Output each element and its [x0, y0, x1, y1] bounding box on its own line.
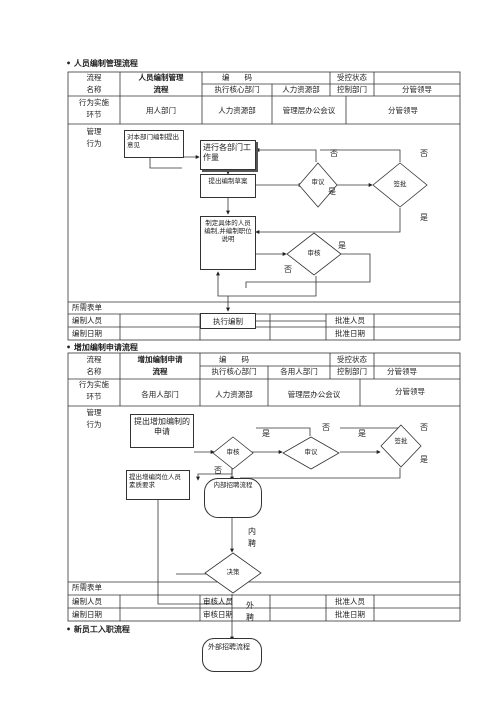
section-title-add-staffing: • 增加编制申请流程	[66, 343, 138, 352]
header-code-label: 编 码	[222, 73, 252, 82]
s2-process-name-line2: 流程	[152, 367, 168, 376]
s2-footer-date-label: 编制日期	[72, 610, 102, 619]
flow-box-plan: 制定具体的人员编制,并编制职位说明	[200, 216, 256, 270]
footer-date-label: 编制日期	[72, 329, 102, 338]
s2-decision-audit-label: 审核	[226, 448, 240, 456]
s2-decision-audit	[212, 436, 254, 470]
s2-phase-col-meeting: 管理层办公会议	[287, 390, 341, 399]
s2-flow-label-no-2: 否	[322, 423, 330, 432]
flow-label-internal: 内聘	[248, 527, 256, 548]
section-title-onboarding: • 新员工入职流程	[66, 625, 130, 634]
s2-footer-approve-date-label: 批准日期	[335, 610, 365, 619]
header-process-label: 流程	[86, 73, 102, 82]
s2-decision-decide	[204, 552, 262, 594]
s2-flow-label-yes-3: 是	[420, 455, 428, 464]
flow-label-yes-3: 是	[338, 241, 346, 250]
footer-maker-label: 编制人员	[72, 316, 102, 325]
flow-label-no-3: 否	[284, 265, 292, 274]
decision-audit-1	[286, 232, 342, 276]
flow-box-draft: 提出编制草案	[200, 174, 256, 198]
phase-label-line1: 行为实施	[79, 98, 109, 107]
flow-box-exec-staffing: 执行编制	[200, 313, 256, 329]
s2-decision-approve	[380, 424, 422, 468]
behavior-label-line2: 行为	[86, 139, 102, 148]
s2-decision-approve-label: 签批	[394, 437, 408, 445]
flow-label-no-1: 否	[330, 149, 338, 158]
s2-flow-label-no-3: 否	[420, 423, 428, 432]
decision-approve-1	[372, 162, 428, 208]
s2-phase-col-user: 各用人部门	[141, 390, 179, 399]
header-name-label: 名称	[86, 85, 102, 94]
footer-approver-label: 批准人员	[335, 316, 365, 325]
process-name-line2: 流程	[153, 85, 169, 94]
footer-forms-label: 所需表单	[72, 303, 102, 312]
s2-phase-col-leader: 分管领导	[395, 387, 425, 396]
s2-phase-col-hr: 人力资源部	[215, 390, 253, 399]
flow-label-yes-1: 是	[328, 187, 336, 196]
s2-footer-audit-date: 审核日期	[203, 610, 233, 619]
phase-col-leader: 分管领导	[388, 106, 418, 115]
header-control-status-label: 受控状态	[337, 73, 367, 82]
s2-footer-approver-label: 批准人员	[335, 597, 365, 606]
s2-header-col-exec: 执行核心部门	[211, 367, 257, 376]
phase-col-meeting: 管理层办公会议	[282, 106, 336, 115]
flow-box-apply: 提出增加编制的申请	[130, 414, 194, 448]
s2-behavior-label-line1: 管理	[86, 408, 102, 417]
s2-header-col-control: 控制部门	[337, 367, 367, 376]
section-title-staffing: • 人员编制管理流程	[66, 59, 138, 68]
process-name-line1: 人员编制管理	[138, 73, 184, 82]
decision-approve-label: 签批	[393, 180, 407, 188]
terminal-internal-recruit: 内部招聘流程	[204, 478, 262, 518]
s2-header-process-label: 流程	[86, 355, 102, 364]
phase-col-hr: 人力资源部	[218, 106, 256, 115]
phase-label-line2: 环节	[86, 110, 102, 119]
s2-header-code-label: 编 码	[219, 355, 249, 364]
flow-label-external: 外聘	[246, 601, 254, 622]
flow-box-dept-opinion: 对本部门编制提出意见	[124, 130, 184, 158]
terminal-external-recruit: 外部招聘流程	[202, 638, 262, 672]
header-col-hr: 人力资源部	[282, 85, 320, 94]
s2-header-name-label: 名称	[86, 367, 102, 376]
decision-audit-label: 审核	[307, 249, 321, 257]
s2-footer-audit-person: 审核人员	[203, 597, 233, 606]
s2-footer-forms-label: 所需表单	[72, 583, 102, 592]
s2-process-name-line1: 增加编制申请	[137, 355, 183, 364]
footer-approve-date-label: 批准日期	[335, 329, 365, 338]
s2-decision-decide-label: 决策	[226, 568, 240, 576]
s2-footer-maker-label: 编制人员	[72, 597, 102, 606]
flow-box-dept-workload: 进行各部门工作量	[200, 140, 256, 170]
s2-flow-label-yes-2: 是	[358, 429, 366, 438]
flow-label-no-2: 否	[420, 149, 428, 158]
s2-decision-review-label: 审议	[304, 448, 318, 456]
s2-flow-label-no-1: 否	[214, 466, 222, 475]
s2-decision-review	[282, 436, 340, 470]
decision-review-label: 审议	[311, 178, 325, 186]
decision-review-1	[298, 162, 338, 208]
s2-phase-label-line1: 行为实施	[79, 380, 109, 389]
s2-header-col-user: 各用人部门	[280, 367, 318, 376]
s2-flow-label-yes-1: 是	[262, 429, 270, 438]
flow-label-yes-2: 是	[420, 213, 428, 222]
s2-header-control-status-label: 受控状态	[337, 355, 367, 364]
s2-phase-label-line2: 环节	[86, 392, 102, 401]
s2-header-col-leader: 分管领导	[387, 367, 417, 376]
flow-box-requirement: 提出增编岗位人员素质要求	[126, 470, 190, 500]
header-col-control: 控制部门	[337, 85, 367, 94]
behavior-label-line1: 管理	[86, 127, 102, 136]
header-col-exec: 执行核心部门	[214, 85, 260, 94]
phase-col-user-dept: 用人部门	[146, 106, 176, 115]
s2-behavior-label-line2: 行为	[86, 420, 102, 429]
header-col-leader: 分管领导	[402, 85, 432, 94]
